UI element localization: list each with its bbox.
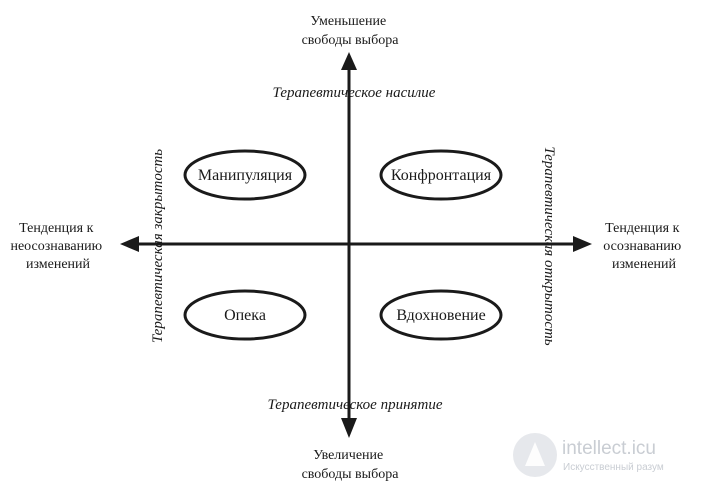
top-axis-label-line-1: Уменьшение [310,14,386,29]
right-axis-label-line-3: изменений [612,257,677,272]
left-axis-label-line-1: Тенденция к [19,221,93,236]
arrow-left [120,236,139,252]
watermark: intellect.icu Искусственный разум [513,433,664,477]
bottom-axis-label-line-2: свободы выбора [302,467,400,482]
top-axis-label: Уменьшение свободы выбора [302,14,400,48]
quadrant-ovals [183,149,503,341]
watermark-logo-mark [525,442,545,466]
quadrant-label-bottom-right: Вдохновение [396,307,485,324]
quadrant-label-top-right: Конфронтация [391,167,492,184]
top-axis-label-line-2: свободы выбора [302,33,400,48]
bottom-axis-label: Увеличение свободы выбора [302,448,400,482]
right-axis-label-line-1: Тенденция к [605,221,679,236]
quadrant-label-bottom-left: Опека [224,307,266,324]
oval-top-left [183,149,307,201]
left-italic-label: Терапевтическая закрытость [150,149,166,343]
watermark-subtitle: Искусственный разум [563,462,664,473]
right-axis-label: Тенденция к осознаванию изменений [603,221,684,272]
arrow-up [341,52,357,70]
bottom-axis-label-line-1: Увеличение [313,448,383,463]
right-italic-label: Терапевтическая открытость [541,146,557,345]
left-axis-label-line-3: изменений [26,257,91,272]
right-axis-label-line-2: осознаванию [603,239,681,254]
arrowheads [120,52,592,438]
arrow-down [341,418,357,438]
top-italic-label: Терапевтическое насилие [273,85,436,101]
watermark-title: intellect.icu [562,438,656,459]
left-axis-label: Тенденция к неосознаванию изменений [10,221,105,272]
bottom-italic-label: Терапевтическое принятие [268,397,443,413]
oval-bottom-right [379,289,503,341]
arrow-right [573,236,592,252]
oval-top-right [379,149,503,201]
left-axis-label-line-2: неосознаванию [10,239,102,254]
oval-bottom-left [183,289,307,341]
axes [136,68,576,420]
quadrant-label-top-left: Манипуляция [198,167,293,184]
